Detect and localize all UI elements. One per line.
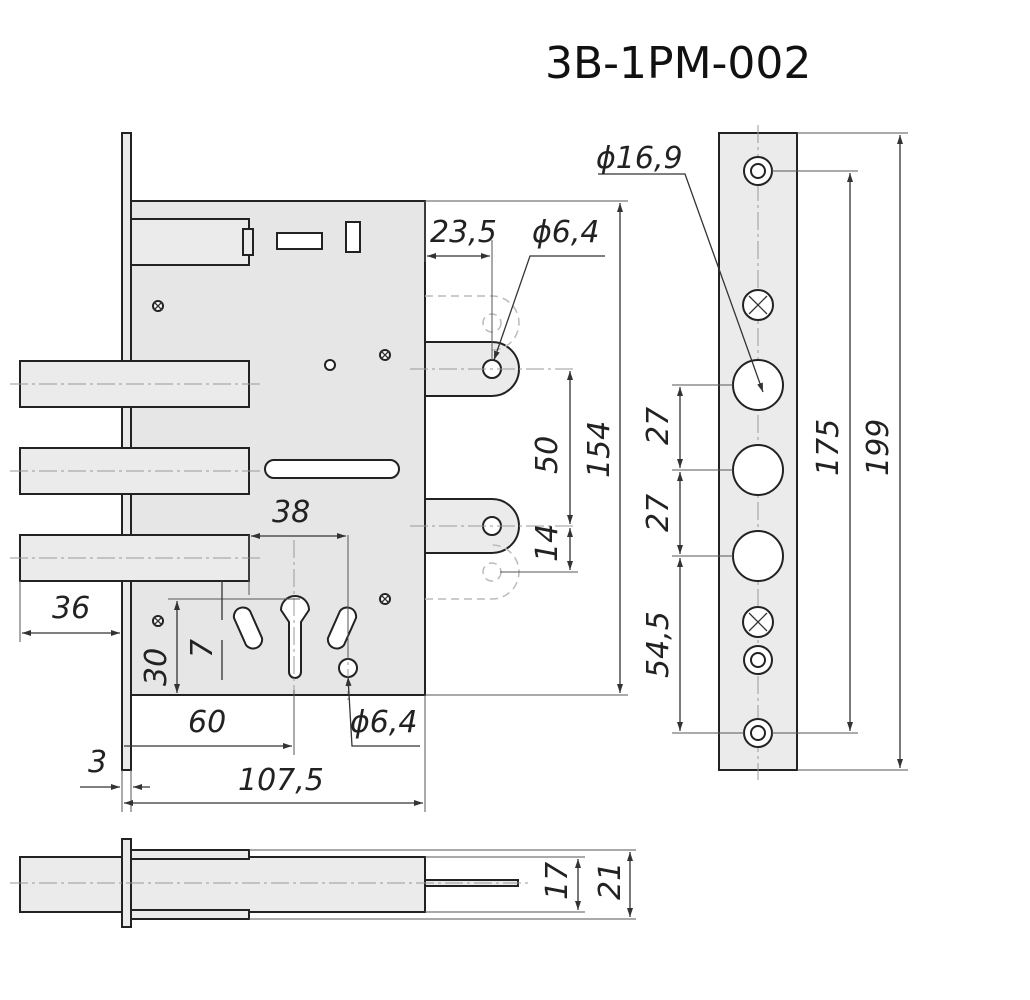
dim-phi-6-4-bottom: ϕ6,4 xyxy=(350,705,418,740)
countersunk-hole xyxy=(743,645,773,675)
top-latch-block xyxy=(130,218,250,266)
top-latch-tip xyxy=(242,228,254,256)
bottom-view: 17 21 xyxy=(10,838,636,928)
small-hole xyxy=(324,359,336,371)
front-dimensions: 23,5 ϕ6,4 38 50 154 14 36 30 7 60 ϕ6,4 3… xyxy=(19,200,628,812)
dim-175: 175 xyxy=(811,419,846,476)
countersunk-hole xyxy=(743,718,773,748)
faceplate-dimensions: ϕ16,9 27 27 54,5 175 199 xyxy=(596,132,908,771)
handle-slot-left xyxy=(232,606,264,650)
screw-icon xyxy=(379,349,391,361)
dim-17: 17 xyxy=(540,862,575,900)
long-slot xyxy=(264,459,400,479)
slot-small-horizontal xyxy=(276,232,323,250)
dim-54-5: 54,5 xyxy=(641,611,676,678)
dim-36: 36 xyxy=(52,591,90,626)
dim-199: 199 xyxy=(861,419,896,476)
bolt-hole-1 xyxy=(732,359,784,411)
bolt-hole-2 xyxy=(732,444,784,496)
bolt-hole-3 xyxy=(732,530,784,582)
countersunk-hole xyxy=(743,156,773,186)
model-title: 3В-1РМ-002 xyxy=(545,38,811,89)
side-bolt-lower xyxy=(121,909,250,920)
screw-icon xyxy=(742,289,774,321)
dim-3: 3 xyxy=(88,745,107,780)
dim-7: 7 xyxy=(185,639,220,658)
dim-38: 38 xyxy=(272,495,310,530)
dim-60: 60 xyxy=(188,705,226,740)
dim-30: 30 xyxy=(139,648,174,686)
front-view xyxy=(10,132,575,771)
screw-icon xyxy=(152,300,164,312)
screw-icon xyxy=(152,615,164,627)
dim-27-b: 27 xyxy=(641,494,676,532)
side-bolt-upper xyxy=(121,849,250,860)
screw-icon xyxy=(379,593,391,605)
dim-50: 50 xyxy=(530,436,565,474)
dim-23-5: 23,5 xyxy=(430,215,497,250)
dim-107-5: 107,5 xyxy=(238,763,324,798)
dim-27-a: 27 xyxy=(641,407,676,445)
side-case xyxy=(19,856,426,913)
dim-phi-6-4-top: ϕ6,4 xyxy=(532,215,600,250)
handle-slot-right xyxy=(326,606,358,650)
dim-phi-16-9: ϕ16,9 xyxy=(596,141,683,176)
dim-14: 14 xyxy=(530,524,565,562)
slot-small-vertical xyxy=(345,221,361,253)
screw-icon xyxy=(742,606,774,638)
dim-21: 21 xyxy=(593,862,628,900)
faceplate-view xyxy=(718,125,798,780)
dim-154: 154 xyxy=(582,421,617,478)
